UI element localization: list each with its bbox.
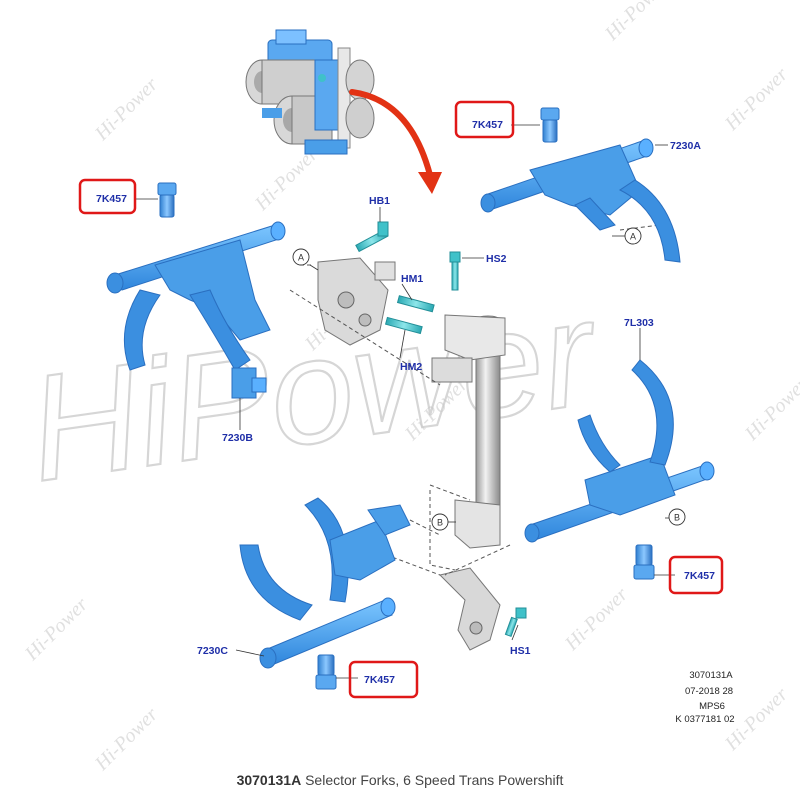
view-marker-b-left: B	[431, 513, 449, 531]
highlight-7k457-tr[interactable]: 7K457	[454, 100, 515, 139]
svg-text:A: A	[630, 232, 636, 242]
label-7l303[interactable]: 7L303	[624, 317, 654, 329]
caption-code: 3070131A	[236, 772, 302, 788]
detent-bolt-7k457-mr	[633, 544, 655, 580]
label-hs2[interactable]: HS2	[486, 253, 507, 265]
label-7230a[interactable]: 7230A	[670, 140, 701, 152]
detent-bolt-7k457-bl	[315, 654, 337, 690]
bolt-hs2	[449, 251, 461, 291]
reference-line-1: 3070131A	[689, 670, 733, 681]
watermark-text: Hi-Power	[600, 0, 672, 45]
red-arrow-indicator	[349, 89, 442, 194]
figure-caption: 3070131A Selector Forks, 6 Speed Trans P…	[0, 772, 800, 788]
label-hb1[interactable]: HB1	[369, 195, 390, 207]
alignment-lines	[289, 224, 661, 576]
bolt-hb1	[355, 221, 389, 253]
label-hm1[interactable]: HM1	[401, 273, 423, 285]
highlight-7k457-mr[interactable]: 7K457	[668, 555, 724, 595]
label-hm2[interactable]: HM2	[400, 361, 422, 373]
label-7k457: 7K457	[684, 570, 715, 582]
watermark-text: Hi-Power	[740, 373, 800, 445]
watermark-text: Hi-Power	[720, 63, 792, 135]
reference-block: 3070131A 07-2018 28 MPS6 K 0377181 02	[675, 670, 734, 725]
selector-fork-7230b	[106, 221, 286, 399]
svg-text:A: A	[298, 253, 304, 263]
label-7k457: 7K457	[96, 193, 127, 205]
watermark-text: Hi-Power	[560, 583, 632, 655]
label-7k457: 7K457	[364, 674, 395, 686]
highlight-7k457-tl[interactable]: 7K457	[78, 178, 137, 215]
bolt-hs1	[504, 607, 527, 638]
reference-line-4: K 0377181 02	[675, 714, 734, 725]
transmission-inset-image	[245, 29, 375, 155]
watermark-text: Hi-Power	[20, 593, 92, 665]
svg-text:B: B	[674, 513, 680, 523]
selector-fork-7230a	[480, 138, 681, 263]
label-7230b[interactable]: 7230B	[222, 432, 253, 444]
caption-text: Selector Forks, 6 Speed Trans Powershift	[305, 772, 564, 788]
pin-hm2	[384, 316, 423, 335]
detent-bolt-7k457-tr	[540, 107, 560, 143]
shift-rail-assembly	[317, 257, 506, 651]
selector-fork-7230c	[239, 497, 411, 669]
label-hs1[interactable]: HS1	[510, 645, 531, 657]
view-marker-a-left: A	[292, 248, 310, 266]
fastener-bolts	[355, 221, 527, 638]
svg-text:B: B	[437, 518, 443, 528]
selector-fork-7l303	[524, 359, 715, 543]
view-marker-b-right: B	[668, 508, 686, 526]
watermark-text: Hi-Power	[90, 703, 162, 775]
detent-bolt-7k457-tl	[157, 182, 177, 218]
highlight-7k457-bl[interactable]: 7K457	[348, 660, 419, 699]
reference-line-3: MPS6	[699, 701, 725, 712]
label-7230c[interactable]: 7230C	[197, 645, 228, 657]
reference-line-2: 07-2018 28	[685, 686, 733, 697]
big-watermark: HiPower	[19, 267, 609, 513]
watermark-text: Hi-Power	[90, 73, 162, 145]
pin-hm1	[396, 295, 435, 313]
watermark-layer: HiPower Hi-Power Hi-Power Hi-Power Hi-Po…	[18, 0, 800, 775]
label-7k457: 7K457	[472, 119, 503, 131]
view-marker-a-right: A	[624, 227, 642, 245]
